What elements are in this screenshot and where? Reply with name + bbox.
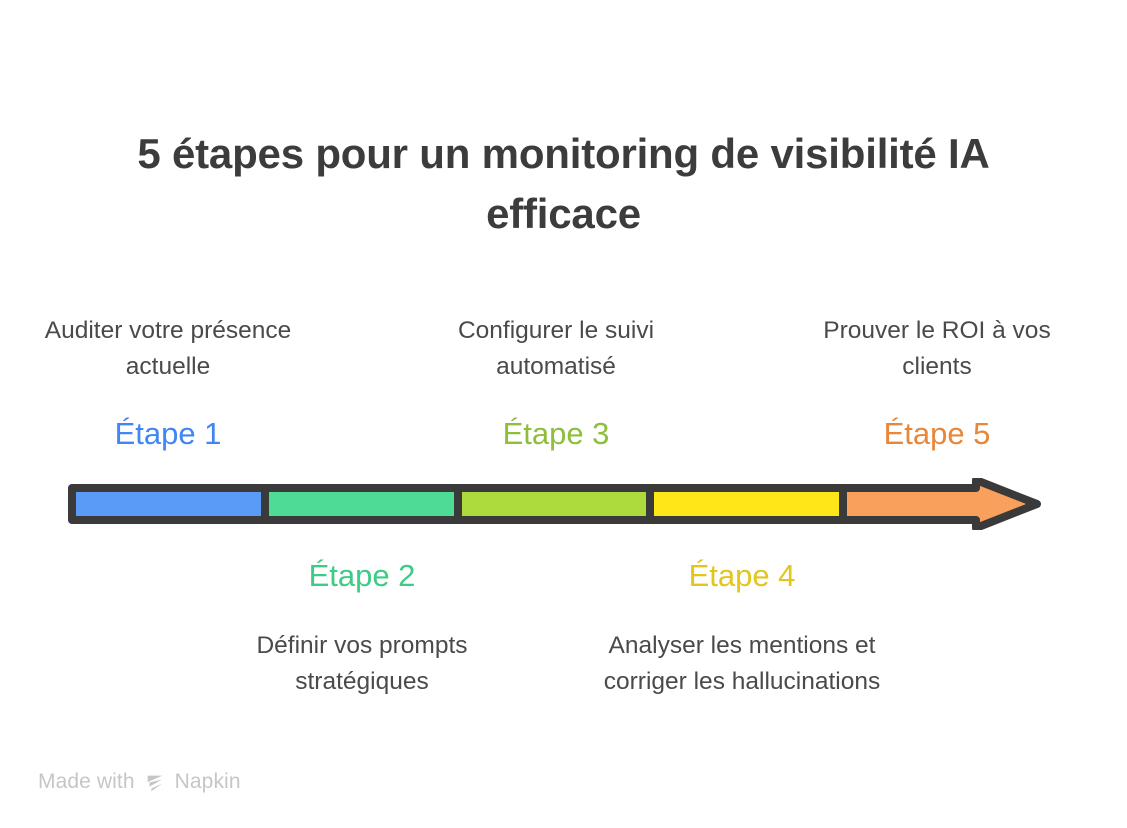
stage-1-description: Auditer votre présence actuelle [44, 317, 292, 380]
arrow-graphic [68, 478, 1041, 530]
napkin-watermark: Made with Napkin [38, 770, 241, 794]
stage-3: Configurer le suivi automatisé Étape 3 [412, 313, 700, 454]
stage-4-description: Analyser les mentions et corriger les ha… [603, 632, 881, 696]
stage-1: Auditer votre présence actuelle Étape 1 [24, 313, 312, 454]
stage-3-description: Configurer le suivi automatisé [457, 317, 655, 380]
progress-arrow [68, 478, 1041, 530]
page-title: 5 étapes pour un monitoring de visibilit… [137, 130, 990, 237]
napkin-logo-icon [144, 772, 166, 794]
watermark-brand: Napkin [174, 770, 241, 793]
stage-5: Prouver le ROI à vos clients Étape 5 [793, 313, 1081, 454]
stage-2: Étape 2 Définir vos prompts stratégiques [218, 556, 506, 700]
arrow-outline [68, 478, 1041, 530]
arrow-dividers [261, 480, 847, 528]
stage-1-label: Étape 1 [114, 416, 222, 451]
stage-3-label: Étape 3 [502, 416, 610, 451]
stage-4-label: Étape 4 [688, 558, 796, 593]
stage-5-description: Prouver le ROI à vos clients [823, 317, 1051, 380]
stage-2-label: Étape 2 [308, 558, 416, 593]
stage-2-description: Définir vos prompts stratégiques [256, 632, 468, 696]
stage-4: Étape 4 Analyser les mentions et corrige… [598, 556, 886, 700]
watermark-prefix: Made with [38, 770, 135, 793]
stage-5-label: Étape 5 [883, 416, 991, 451]
